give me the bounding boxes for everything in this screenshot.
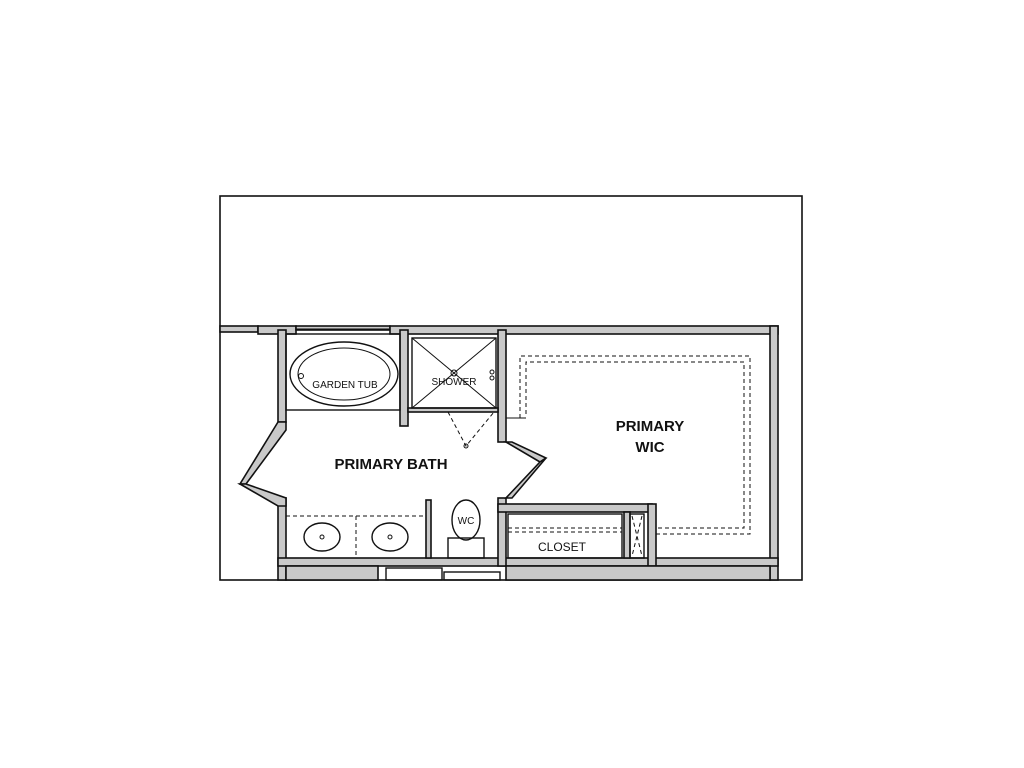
plan-frame — [219, 195, 803, 581]
primary-wic-label-line2: WIC — [635, 439, 664, 456]
bath-angled-walls — [237, 421, 548, 507]
shower-label: SHOWER — [432, 377, 477, 388]
primary-bath-label: PRIMARY BATH — [334, 456, 447, 473]
bottom-fixtures — [385, 567, 501, 581]
garden-tub-label: GARDEN TUB — [312, 380, 378, 391]
closet-label: CLOSET — [538, 540, 587, 554]
toilet: WC — [447, 499, 485, 559]
interior-walls — [285, 329, 771, 581]
shower: SHOWER — [411, 337, 497, 449]
closet: CLOSET — [507, 513, 645, 559]
primary-wic-label-line1: PRIMARY — [616, 418, 685, 435]
wc-label: WC — [458, 516, 475, 527]
vanity — [285, 499, 432, 559]
wic-shelving — [506, 355, 751, 535]
garden-tub: GARDEN TUB — [285, 333, 401, 411]
